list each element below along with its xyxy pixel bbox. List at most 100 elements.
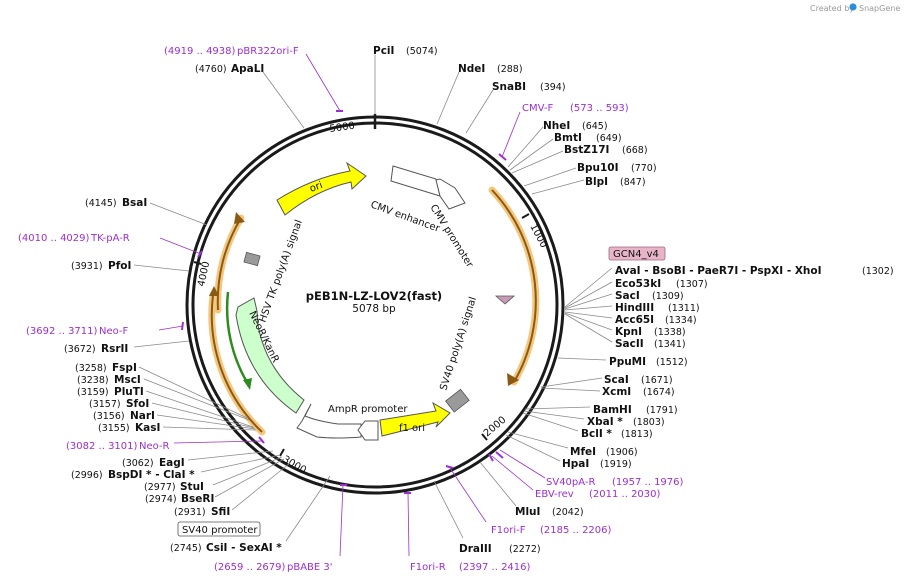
- enzyme-label-draiii: DraIII: [459, 543, 492, 555]
- ori-feature: ori: [276, 161, 367, 216]
- primer-mark-neo-r: [258, 436, 265, 444]
- enzyme-label-nari: NarI: [130, 410, 155, 422]
- enzyme-pos-pfoi: (3931): [71, 261, 103, 272]
- enzyme-pos-rsrii: (3672): [64, 344, 96, 355]
- enzyme-pos-kpni: (1338): [654, 327, 686, 338]
- enzyme-label-pluti: PluTI: [114, 386, 144, 398]
- enzyme-pos-bstz17i: (668): [622, 145, 648, 156]
- enzyme-label-mlui: MluI: [515, 506, 540, 518]
- leader-mfei: [507, 431, 569, 449]
- enzyme-pos-nari: (3156): [93, 411, 125, 422]
- tick-label-5000: 5000: [329, 121, 356, 135]
- primer-label-ebv-rev: EBV-rev: [535, 489, 574, 500]
- enzyme-pos-eagi: (3062): [122, 458, 154, 469]
- leader-sacii: [564, 313, 613, 343]
- primer-range-f1ori-f: (2185 .. 2206): [540, 525, 612, 536]
- tick-mark-2000: [481, 433, 488, 441]
- sv40-promoter-badge: [177, 521, 261, 537]
- enzyme-pos-bseri: (2974): [145, 494, 177, 505]
- enzyme-label-eagi: EagI: [159, 457, 185, 469]
- enzyme-label-hindiii: HindIII: [615, 302, 654, 314]
- enzyme-pos-apali: (4760): [195, 64, 227, 75]
- leader-msci: [143, 378, 250, 421]
- enzyme-label-nhei: NheI: [543, 120, 570, 132]
- primer-leader-ebv-rev: [491, 455, 534, 491]
- enzyme-pos-bmti: (649): [596, 133, 622, 144]
- enzyme-pos-kasi: (3155): [98, 423, 130, 434]
- primer-leader-tk-pa-r: [159, 237, 202, 255]
- primer-label-f1ori-r: F1ori-R: [410, 562, 446, 573]
- enzyme-label-pcii: PciI: [373, 45, 394, 57]
- leader-saci: [564, 293, 613, 310]
- leader-draiii: [433, 480, 464, 539]
- enzyme-pos-fspi: (3258): [75, 363, 107, 374]
- enzyme-label-mfei: MfeI: [570, 446, 596, 458]
- enzyme-pos-avai: (1302): [862, 266, 894, 277]
- leader-nhei: [507, 126, 544, 168]
- primer-mark-tk-pa-r: [197, 250, 203, 258]
- leader-acc65i: [564, 311, 613, 319]
- primer-leader-pbr322ori-f: [305, 53, 341, 112]
- feature-arcs: [208, 186, 540, 436]
- credit-brand: SnapGene: [859, 4, 900, 13]
- sv40-polya-box: [445, 388, 470, 413]
- leader-pfoi: [133, 264, 190, 272]
- enzyme-label-rsrii: RsrII: [101, 343, 128, 355]
- enzyme-label-bcli: BclI *: [581, 428, 612, 440]
- leader-bspdi: [200, 454, 281, 473]
- enzyme-pos-hpai: (1919): [600, 459, 632, 470]
- primer-label-cmv-f: CMV-F: [522, 103, 553, 114]
- cmv-enhancer-arrow: [390, 165, 441, 197]
- primer-mark-sv40pa-r: [495, 451, 504, 459]
- primer-range-neo-f: (3692 .. 3711): [26, 326, 98, 337]
- enzyme-pos-stui: (2977): [144, 482, 176, 493]
- leader-bamhi: [524, 406, 591, 410]
- enzyme-pos-sfoi: (3157): [89, 399, 121, 410]
- primer-leader-f1ori-r: [407, 492, 410, 557]
- enzyme-pos-xbai: (1803): [633, 417, 665, 428]
- primer-label-neo-r: Neo-R: [139, 441, 170, 452]
- primer-leader-sv40pa-r: [499, 449, 546, 479]
- leader-sfoi: [151, 402, 255, 429]
- primer-leader-neo-f: [158, 325, 184, 331]
- neor-arrow: [235, 297, 305, 414]
- leader-eagi: [187, 450, 274, 461]
- gcn4-badge: [608, 246, 666, 261]
- primer-mark-neo-f: [181, 321, 184, 331]
- cmv-promoter-label: CMV promoter: [427, 203, 475, 271]
- leader-xbai: [523, 410, 585, 420]
- primer-label-sv40pa-r: SV40pA-R: [546, 477, 595, 488]
- enzyme-label-stui: StuI: [180, 481, 204, 493]
- enzyme-pos-bamhi: (1791): [646, 405, 678, 416]
- gcn4-marker-icon: [494, 295, 516, 305]
- tick-mark-3000: [279, 448, 285, 457]
- enzyme-label-blpi: BlpI: [585, 176, 608, 188]
- primer-mark-cmv-f: [498, 153, 507, 161]
- tick-mark-4000: [193, 261, 202, 265]
- plasmid-size: 5078 bp: [352, 303, 396, 315]
- orf-arrow-3-icon: [209, 286, 219, 296]
- primer-range-cmv-f: (573 .. 593): [570, 103, 629, 114]
- enzyme-pos-bpu10i: (770): [631, 163, 657, 174]
- leader-csii: [285, 475, 331, 542]
- enzyme-pos-bcli: (1813): [621, 429, 653, 440]
- enzyme-pos-mlui: (2042): [552, 507, 584, 518]
- enzyme-label-bmti: BmtI: [554, 132, 582, 144]
- primer-range-pbr322ori-f: (4919 .. 4938): [164, 46, 236, 57]
- primer-label-tk-pa-r: TK-pA-R: [90, 233, 130, 244]
- enzyme-label-bspdi: BspDI * - ClaI *: [108, 469, 195, 481]
- bottom-left-cluster: (2659 .. 2679) pBABE 3' (2745) CsiI - Se…: [18, 46, 347, 573]
- leader-bmti: [509, 138, 554, 171]
- enzyme-pos-msci: (3238): [77, 375, 109, 386]
- enzyme-pos-eco53ki: (1307): [676, 279, 708, 290]
- tick-label-3000: 3000: [281, 454, 309, 476]
- primer-range-tk-pa-r: (4010 .. 4029): [18, 233, 90, 244]
- ori-arrow: [276, 161, 367, 216]
- leader-scai: [540, 377, 603, 388]
- enzyme-label-sfoi: SfoI: [126, 398, 149, 410]
- ori-label: ori: [308, 180, 324, 195]
- enzyme-label-kasi: KasI: [135, 422, 160, 434]
- primer-leader-f1ori-f: [449, 467, 487, 523]
- enzyme-label-sacii: SacII: [615, 338, 644, 350]
- enzyme-pos-bsai: (4145): [85, 198, 117, 209]
